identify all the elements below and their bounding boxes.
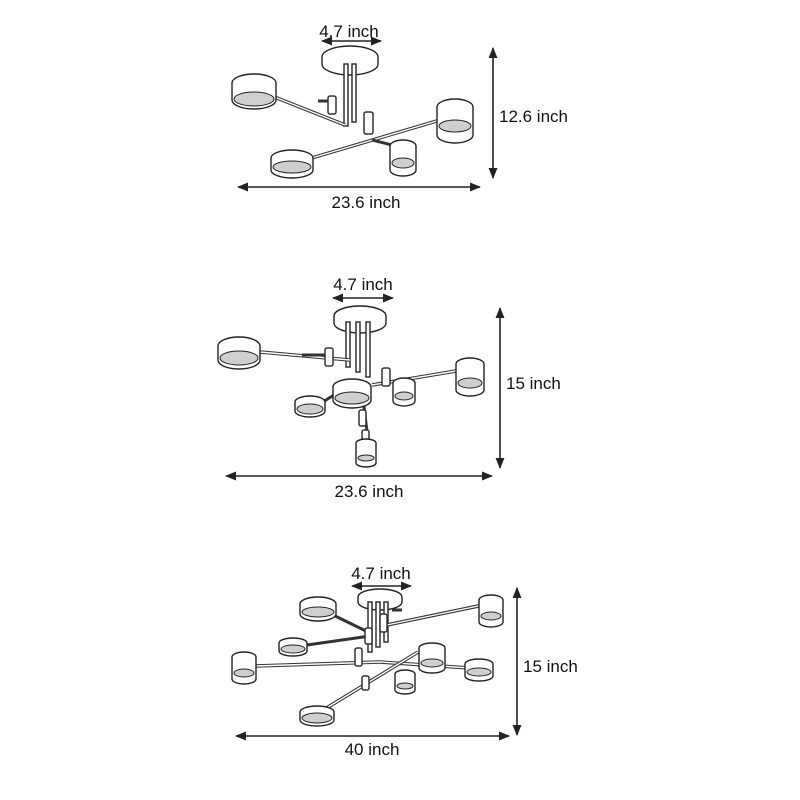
height-label: 15 inch [523,657,578,676]
canopy-width-label: 4.7 inch [351,564,411,583]
lamp-shade [270,149,314,179]
lamp-shade [392,377,416,407]
width-label: 23.6 inch [335,482,404,501]
lamp-shade [217,336,261,370]
lamp-shade [418,642,446,674]
lamp-shade [355,438,377,468]
canopy-width-label: 4.7 inch [319,22,379,41]
width-label: 23.6 inch [332,193,401,212]
lamp-shade [332,378,372,409]
height-label: 12.6 inch [499,107,568,126]
lamp-shade [299,705,335,727]
lamp-shade [394,669,416,695]
diagram-4-light: 4.7 inch 12.6 inch 23.6 inch [231,22,568,212]
diagram-6-light: 4.7 inch 15 inch 23.6 inch [217,275,561,501]
stems [343,63,357,127]
lamp-shade [436,98,474,144]
ceiling-canopy [321,45,379,76]
lamp-shade [299,596,337,622]
arms [259,347,463,445]
lamp-shade [389,139,417,177]
arms [254,602,489,714]
stems [345,321,371,378]
lamp-shade [294,395,326,418]
width-label: 40 inch [345,740,400,759]
diagram-8-light: 4.7 inch 15 inch 40 inch [231,564,578,759]
lamp-shade [231,73,277,110]
lamp-shade [455,357,485,397]
lamp-shade [464,658,494,682]
height-label: 15 inch [506,374,561,393]
lamp-shade [231,651,257,685]
lamp-shade [478,594,504,628]
arms [271,94,441,162]
lamp-shade [278,637,308,657]
canopy-width-label: 4.7 inch [333,275,393,294]
